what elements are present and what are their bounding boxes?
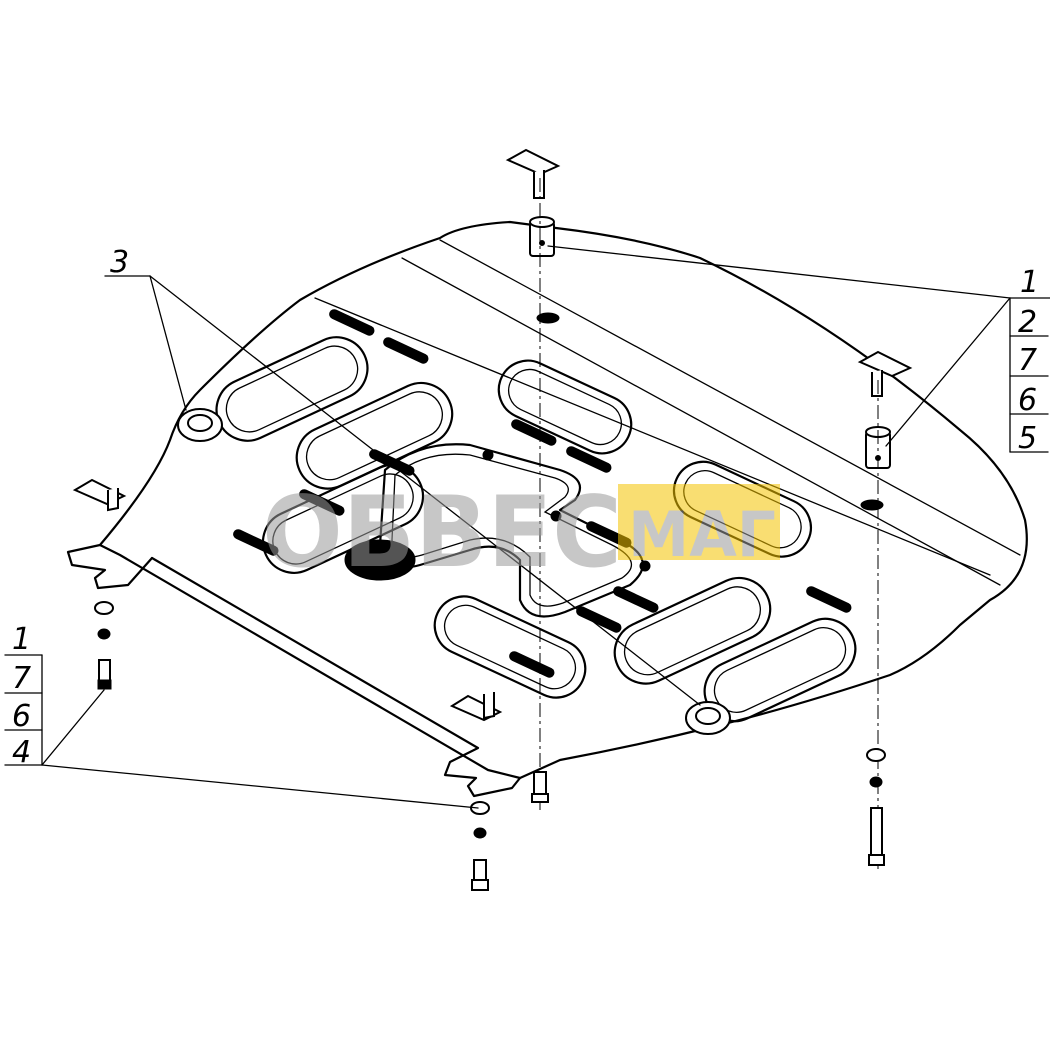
rib <box>613 576 772 685</box>
washer <box>866 748 886 762</box>
slot <box>806 586 852 613</box>
rib-inner <box>443 604 577 690</box>
vent-slots <box>233 309 884 678</box>
watermark-text-left: ОБВЕС <box>262 476 622 590</box>
fastener-stack-right <box>866 748 886 866</box>
center-rib-inner <box>391 453 633 607</box>
slot <box>233 529 279 556</box>
rib <box>433 595 587 699</box>
rib-inner <box>305 391 443 481</box>
clip-right <box>857 350 913 397</box>
leader-lines <box>41 245 1011 809</box>
callout-left-1: 1 <box>12 622 31 657</box>
clip-front-center <box>449 692 503 722</box>
hole <box>482 449 494 461</box>
mount-boss-right <box>685 701 731 735</box>
rib-inner <box>508 368 622 446</box>
slot <box>299 489 345 516</box>
callout-right-2: 2 <box>1018 305 1037 340</box>
callout-right-1: 1 <box>1020 265 1039 300</box>
long-bolt-shank <box>870 807 883 859</box>
bolt-shank <box>98 659 111 683</box>
fastener-stack-left <box>94 601 114 690</box>
washer <box>470 801 490 815</box>
callout-3: 3 <box>110 245 129 280</box>
rib-inner <box>713 627 847 713</box>
hole <box>639 560 651 572</box>
callout-right-6: 6 <box>1018 383 1037 418</box>
center-rib <box>378 443 644 618</box>
slot <box>860 499 884 511</box>
clip-top-center <box>505 148 561 199</box>
watermark-accent-box <box>618 484 780 560</box>
clip-left <box>72 478 127 512</box>
large-opening <box>344 539 416 581</box>
watermark-text-right: МАГ <box>628 498 776 571</box>
bend-line-1 <box>401 257 1001 586</box>
spacer-top-center <box>529 216 555 257</box>
slot <box>511 419 557 446</box>
rib-inner <box>225 345 359 433</box>
callout-table-left <box>4 654 43 766</box>
callout-left-7: 7 <box>12 661 31 696</box>
slot <box>576 606 622 633</box>
rib <box>215 336 369 442</box>
bend-line-2 <box>314 297 991 576</box>
spring-washer <box>97 628 111 640</box>
slot <box>566 446 612 473</box>
rib <box>497 359 633 455</box>
mount-boss-left <box>177 408 223 442</box>
callout-left-4: 4 <box>12 735 31 770</box>
front-edge-lower <box>150 556 522 798</box>
slot <box>329 309 375 336</box>
rib-inner <box>623 586 761 676</box>
callout-right-7: 7 <box>1018 343 1037 378</box>
bolt-head <box>471 879 489 891</box>
bolt-under-center <box>531 771 549 803</box>
callout-right-5: 5 <box>1018 421 1037 456</box>
washer <box>94 601 114 615</box>
slot <box>509 651 555 678</box>
bend-line-3 <box>439 239 1021 556</box>
front-flange <box>66 543 154 590</box>
slot <box>613 586 659 613</box>
slot <box>536 312 560 324</box>
spring-washer <box>869 776 883 788</box>
watermark: ОБВЕС МАГ <box>262 476 780 590</box>
callout-table-right <box>1009 297 1050 453</box>
hole <box>550 510 562 522</box>
callout-left-6: 6 <box>12 699 31 734</box>
bolt-head <box>97 679 112 690</box>
fastener-stack-front <box>470 801 490 891</box>
long-bolt-head <box>868 854 885 866</box>
spring-washer <box>473 827 487 839</box>
slot <box>383 337 429 364</box>
